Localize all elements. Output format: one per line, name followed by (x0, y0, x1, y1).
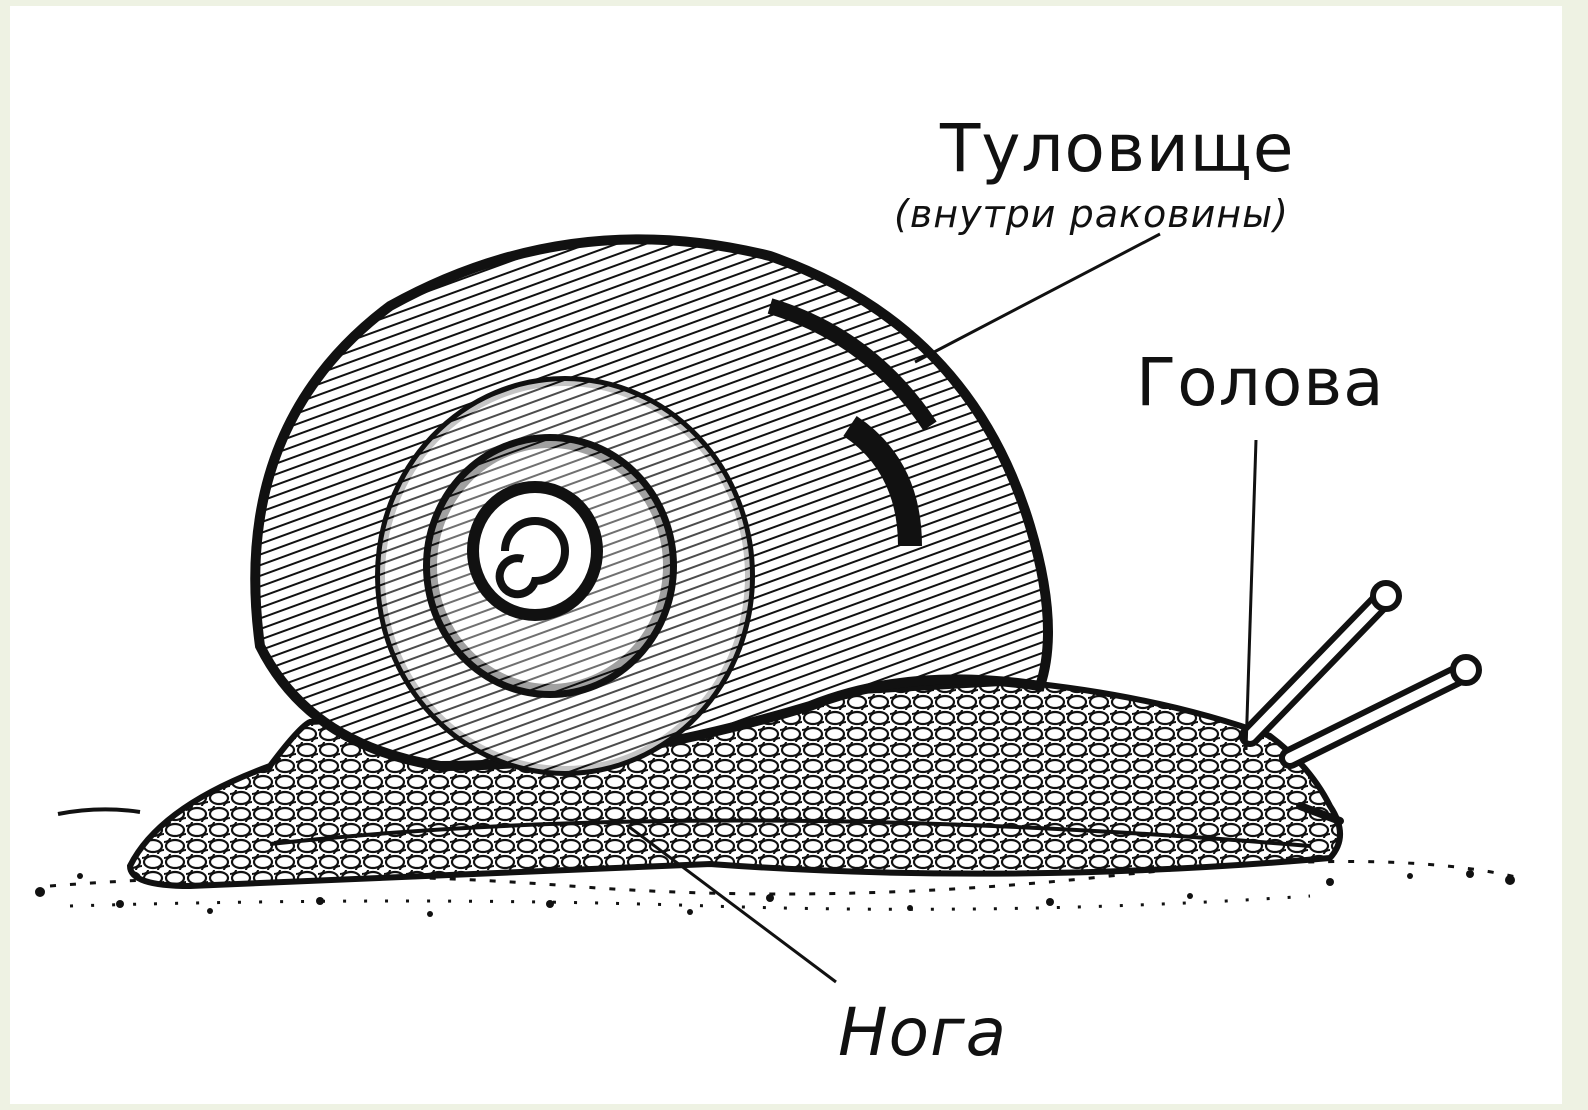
label-body: Туловище (940, 110, 1295, 187)
label-body-subtitle: (внутри раковины) (894, 192, 1289, 236)
diagram-panel: Туловище (внутри раковины) Голова Нога (10, 6, 1562, 1104)
snail-illustration (10, 6, 1562, 1104)
leader-body (915, 234, 1160, 362)
leader-head (1246, 440, 1256, 750)
label-foot: Нога (838, 994, 1007, 1071)
label-head: Голова (1136, 344, 1385, 421)
